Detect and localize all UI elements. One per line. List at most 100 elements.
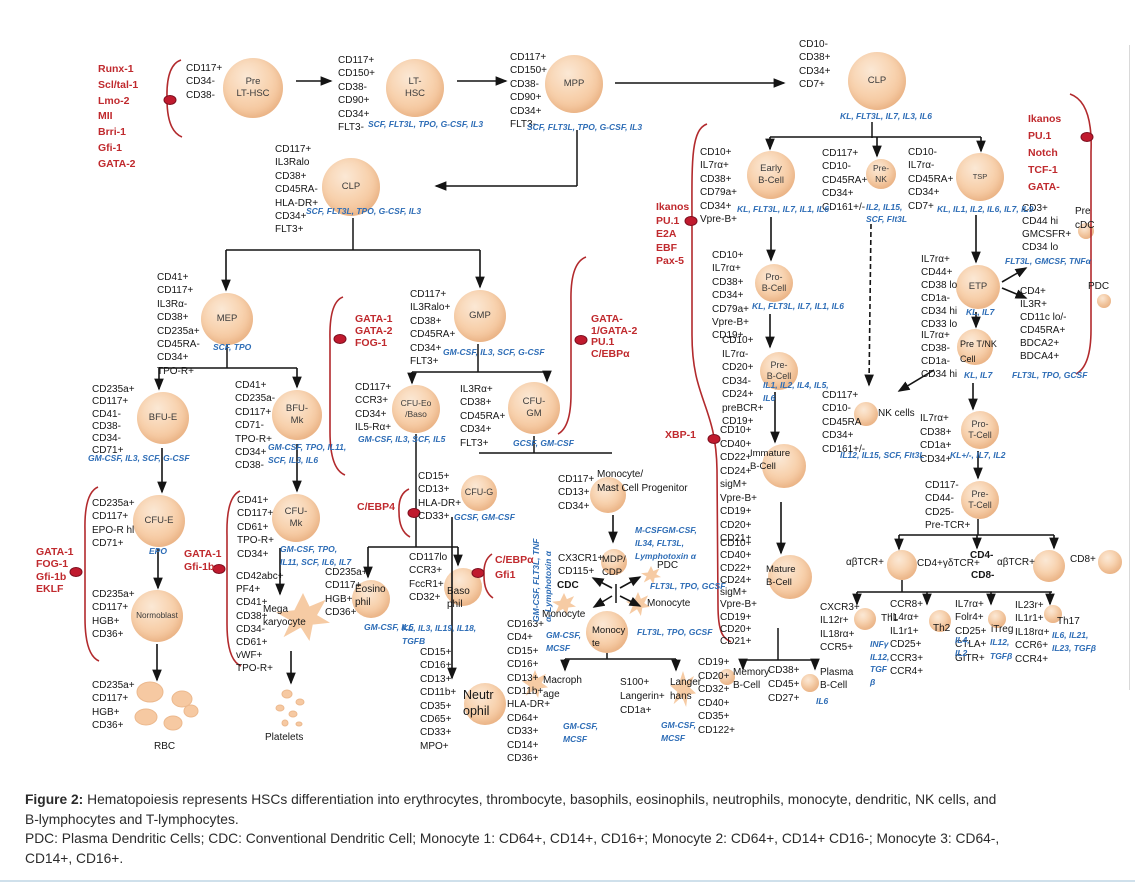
cytokines-cfu-gm: GCSF, GM-CSF [513,438,574,448]
caption-line-4: CD14+, CD16+. [25,850,124,866]
label-th2: Th2 [933,623,951,634]
rbc-shape [183,704,199,718]
cytokines-pre-cdc: FLT3L, GMCSF, TNFα [1005,256,1091,266]
label-monocyte-left: Monocyte [542,609,586,620]
cytokines-tsp: KL, IL1, IL2, IL6, IL7, IL9 [937,204,1034,214]
cell-mpp: MPP [545,55,603,113]
cell-mature-b [768,555,812,599]
markers-plasma-b: CD38+CD45+CD27+ [768,665,800,704]
label-th17: Th17 [1057,616,1080,627]
cell-pro-b: Pro-B-Cell [755,264,793,302]
cytokines-bfu-e: GM-CSF, IL3, SCF, G-CSF [88,453,190,463]
cell-monocyte-mast-progenitor [590,477,626,513]
cell-gmp: GMP [454,290,506,342]
markers-memory-b: CD19+CD20+CD32+CD40+CD35+CD122+ [698,657,735,736]
brace-cfu-g [398,488,411,538]
page-bottom-rule [0,880,1135,882]
cytokines-mdp: M-CSFGM-CSF,IL34, FLT3L,Lymphotoxin α [635,525,697,561]
cytokines-bfu-mk: GM-CSF, TPO, IL11, SCF, IL3, IL6 [268,442,347,465]
cell-itreg [988,610,1006,628]
page-edge-line [1129,45,1130,690]
markers-rbc: CD235a+CD117+HGB+CD36+ [92,680,135,732]
cytokines-pro-b: KL, FLT3L, IL7, IL1, IL6 [752,301,844,311]
cytokines-nk: IL12, IL15, SCF, Flt3L [840,450,925,460]
cytokines-clp-top: KL, FLT3L, IL7, IL3, IL6 [840,111,932,121]
cytokines-monocyte-right: FLT3L, TPO, GCSF [637,627,713,637]
cell-lt-hsc: LT-HSC [386,59,444,117]
label-platelets: Platelets [265,732,304,743]
markers-bfu-e: CD235a+CD117+CD41-CD38-CD34-CD71+ [92,384,135,457]
platelet-shape [295,698,305,706]
cell-tsp: TSP [956,153,1004,201]
markers-normoblast: CD235a+CD117+HGB+CD36+ [92,589,135,641]
platelet-shape [275,704,285,712]
markers-cfu-mk: CD41+CD117+CD61+TPO-R+CD34+ [237,495,274,560]
regulator-dot [163,95,177,105]
regulator-dot [1080,132,1094,142]
cytokines-eosinophil: GM-CSF, IL5 [364,622,414,632]
markers-ab-tcr: αβTCR+ [997,557,1035,568]
cell-clp-left: CLP [322,158,380,216]
brace-hsc [166,59,183,138]
markers-cfu-gm: IL3Rα+CD38+CD45RA+CD34+FLT3+ [460,384,506,449]
cell-gd-t [887,550,917,580]
cytokines-cfu-g: GCSF, GM-CSF [454,512,515,522]
cytokines-mpp: SCF, FLT3L, TPO, G-CSF, IL3 [527,122,643,132]
cell-mep: MEP [201,293,253,345]
cytokines-pro-t: KL+/-, IL7, IL2 [950,450,1006,460]
markers-pre-t-nk: IL7rα+CD38-CD1a-CD34 hi [921,330,958,380]
cytokines-basophil: KL, IL3, IL19, IL18, TGFB [402,623,477,646]
cell-pro-t: Pro-T-Cell [961,411,999,449]
markers-pre-t: CD117-CD44-CD25-Pre-TCR+ [925,480,971,532]
label-cdc: CDC [557,580,579,591]
caption-line-3: PDC: Plasma Dendritic Cells; CDC: Conven… [25,831,1000,846]
markers-itreg: IL7rα+Folr4+CD25+CTLA+GITR+ [955,599,987,664]
markers-mature-b: CD10+CD40+CD22+CD24+sigM+Vpre-B+CD19+CD2… [720,538,757,648]
cytokines-lt-hsc: SCF, FLT3L, TPO, G-CSF, IL3 [368,119,484,129]
markers-immature-b: CD10+CD40+CD22+CD24+sigM+Vpre-B+CD19+CD2… [720,425,757,544]
cytokines-pre-t-nk: KL, IL7 [964,370,993,380]
cell-cfu-e: CFU-E [133,495,185,547]
cell-memory-b [719,669,735,685]
rbc-shape [163,715,183,731]
markers-pro-b: CD10+IL7rα+CD38+CD34+CD79a+Vpre-B+CD19+ [712,250,749,342]
cell-th1 [854,608,876,630]
cytokines-th2: IL4,IL2 [955,635,970,658]
figure-caption: Figure 2: Hematopoiesis represents HSCs … [25,790,1113,868]
markers-mdp-cdp: CX3CR1+CD115+ [558,553,604,578]
markers-macrophage: CD163+CD4+CD15+CD16+CD13+CD11b+HLA-DR+CD… [507,619,551,765]
cytokines-cfu-mk: GM-CSF, TPO,IL11, SCF, IL6, IL7 [280,544,352,567]
markers-ab-cd4: CD4- [970,550,994,561]
platelet-shape [295,721,303,727]
cytokines-pdc-right: FLT3L, TPO, GCSF [1012,370,1088,380]
label-th1: Th1 [881,613,899,624]
cytokines-itreg: IL12,TGFβ [990,637,1013,661]
markers-neutrophil: CD15+CD16+CD13+CD11b+CD35+CD65+CD33+MPO+ [420,647,457,752]
cytokines-plasma-b: IL6 [816,696,829,706]
cytokines-pre-nk: IL2, IL15,SCF, Flt3L [866,202,908,224]
markers-ab-cd8: CD8- [971,570,995,581]
tf-cfu-g: C/EBP4 [357,501,395,513]
platelet-shape [288,710,298,718]
arrow [1001,267,1028,283]
